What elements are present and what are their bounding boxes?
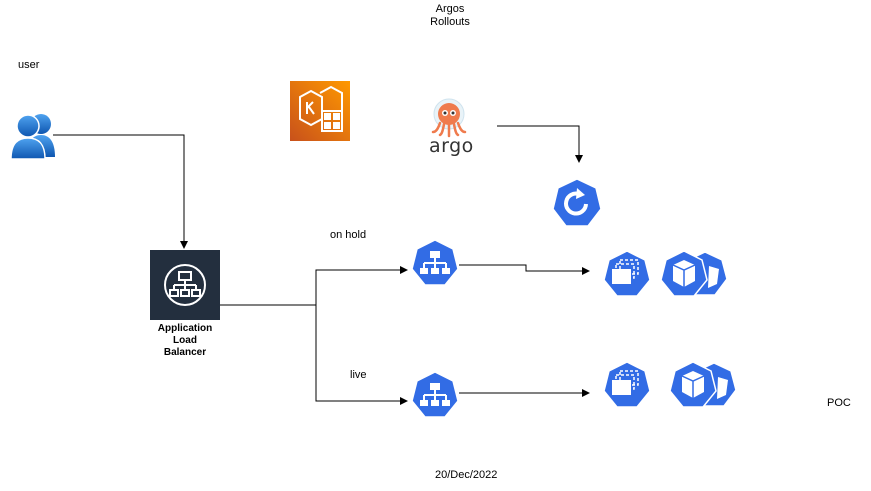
argos-title-line2: Rollouts — [430, 16, 470, 28]
rollout-icon[interactable] — [551, 178, 603, 228]
alb-label-line3: Balancer — [163, 347, 207, 358]
alb-label: Application Load Balancer — [140, 323, 230, 359]
alb-label-line1: Application — [157, 323, 213, 334]
argos-rollouts-title: Argos Rollouts — [420, 3, 480, 29]
alb-label-line2: Load — [173, 335, 197, 346]
onhold-replicaset-icon[interactable] — [602, 250, 652, 298]
live-replicaset-icon[interactable] — [602, 361, 652, 409]
user-group-icon[interactable] — [10, 111, 55, 160]
argos-title-line1: Argos — [435, 3, 465, 15]
on-hold-label: on hold — [330, 229, 367, 241]
date-label: 20/Dec/2022 — [435, 469, 498, 481]
live-label: live — [350, 369, 367, 381]
argo-logo-text: argo — [429, 135, 474, 157]
onhold-pod-group[interactable] — [659, 250, 731, 300]
edge-onhold-to-rs — [459, 264, 590, 275]
onhold-service-icon[interactable] — [410, 239, 460, 287]
load-balancer-icon[interactable] — [150, 250, 220, 320]
argo-logo[interactable]: argo — [427, 96, 475, 160]
edge-argo-to-rollout — [497, 125, 583, 163]
poc-label: POC — [827, 397, 851, 409]
user-label: user — [18, 59, 40, 71]
eks-icon[interactable] — [290, 81, 350, 141]
live-service-icon[interactable] — [410, 371, 460, 419]
edge-alb-to-onhold — [219, 266, 408, 306]
edge-user-to-alb — [53, 134, 188, 249]
edge-alb-to-live — [315, 305, 408, 405]
live-pod-group[interactable] — [668, 361, 740, 411]
